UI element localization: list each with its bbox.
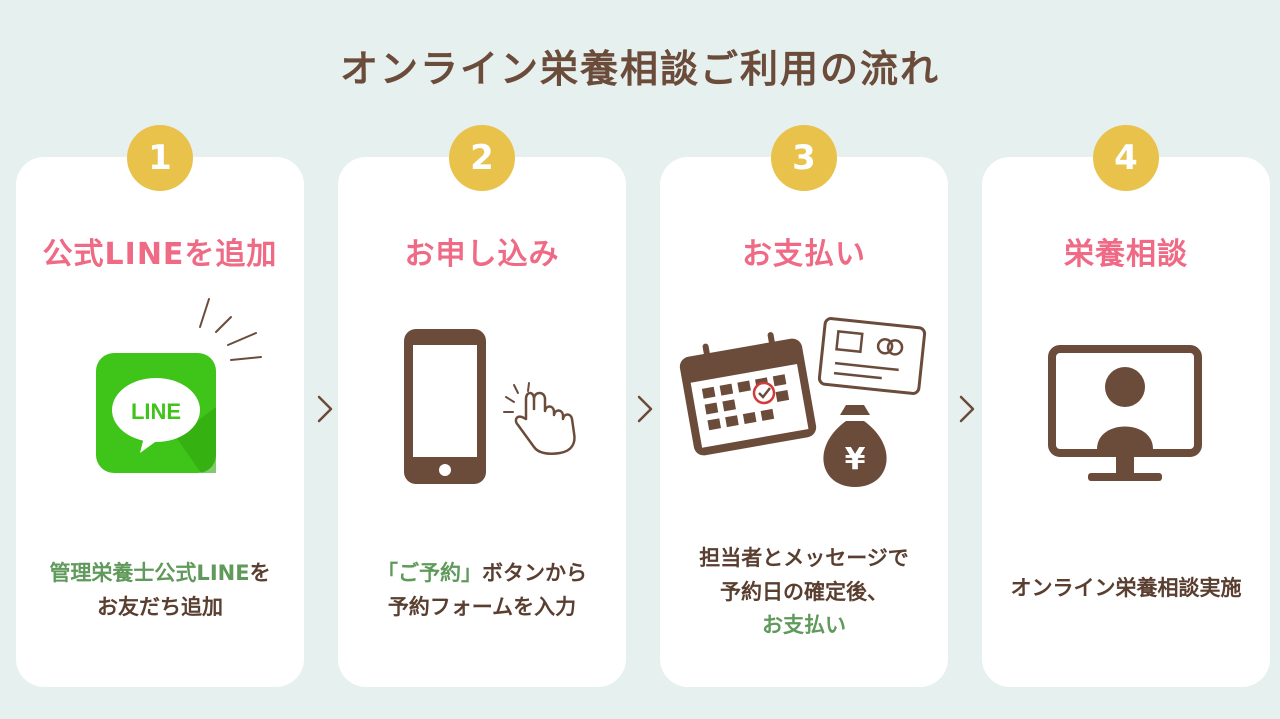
credit-card-icon	[817, 317, 927, 395]
step-title: お支払い	[742, 237, 866, 272]
step-number-badge: 4	[1093, 125, 1159, 191]
step-card-3: 3 お支払い	[660, 125, 948, 687]
line-logo-text: LINE	[131, 399, 181, 424]
step-number-badge: 2	[449, 125, 515, 191]
step-number-badge: 3	[771, 125, 837, 191]
smartphone-tap-icon	[404, 329, 576, 484]
payment-illustration: ¥	[679, 317, 927, 487]
monitor-person-icon	[1048, 345, 1202, 481]
step-card-1: 1 公式LINEを追加 LINE 管理栄養士公式LINEを お友だち追加	[16, 125, 304, 687]
svg-text:¥: ¥	[845, 442, 866, 477]
chevron-right-icon	[959, 395, 975, 423]
step-description: 管理栄養士公式LINEを お友だち追加	[49, 561, 271, 619]
chevron-right-icon	[637, 395, 653, 423]
line-app-icon: LINE	[96, 298, 262, 473]
calendar-icon	[679, 332, 817, 456]
step-card-4: 4 栄養相談 オンライン栄養相談実施	[982, 125, 1270, 687]
step-description: 担当者とメッセージで 予約日の確定後、 お支払い	[699, 546, 909, 638]
chevron-right-icon	[317, 395, 333, 423]
step-title: 公式LINEを追加	[42, 237, 278, 272]
step-title: お申し込み	[404, 237, 560, 272]
page-title: オンライン栄養相談ご利用の流れ	[339, 47, 940, 91]
step-description: 「ご予約」ボタンから 予約フォームを入力	[377, 561, 587, 619]
step-number-badge: 1	[127, 125, 193, 191]
step-description: オンライン栄養相談実施	[1010, 576, 1242, 600]
step-card-2: 2 お申し込み 「ご予約」ボタンから 予約フォームを入力	[338, 125, 626, 687]
step-title: 栄養相談	[1064, 237, 1188, 272]
money-bag-icon: ¥	[823, 405, 887, 487]
